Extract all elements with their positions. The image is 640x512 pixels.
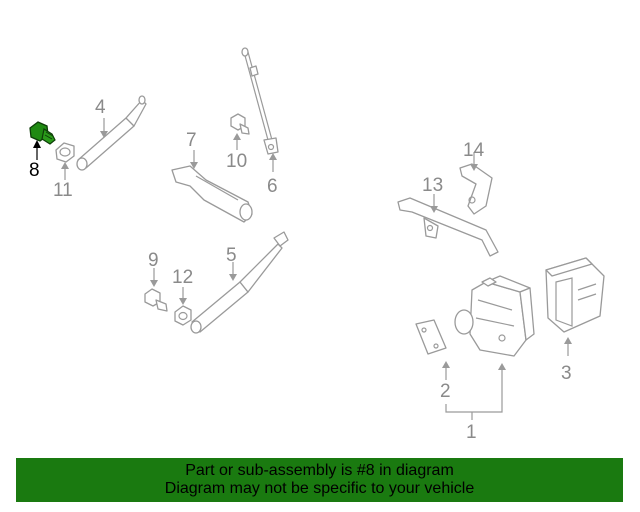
- banner-line-1: Part or sub-assembly is #8 in diagram: [185, 462, 454, 479]
- callout-6: 6: [267, 176, 278, 197]
- callout-11: 11: [53, 180, 73, 201]
- part-3-module[interactable]: [545, 257, 605, 333]
- callout-4: 4: [95, 97, 106, 118]
- part-10-bolt[interactable]: [230, 113, 250, 135]
- part-12-nut[interactable]: [174, 305, 192, 326]
- part-4-strut[interactable]: [76, 95, 147, 171]
- callout-12: 12: [172, 267, 193, 288]
- callout-7: 7: [186, 130, 197, 151]
- callout-8: 8: [29, 160, 40, 181]
- callout-1: 1: [466, 422, 477, 443]
- callout-9: 9: [148, 250, 159, 271]
- part-1-modulator[interactable]: [454, 275, 535, 357]
- callout-3: 3: [561, 363, 572, 384]
- banner-line-2: Diagram may not be specific to your vehi…: [164, 480, 475, 497]
- part-11-nut[interactable]: [55, 142, 75, 163]
- callout-10: 10: [226, 151, 247, 172]
- part-7-bracket[interactable]: [171, 165, 253, 223]
- part-2-plate[interactable]: [415, 319, 447, 355]
- callout-5: 5: [226, 245, 237, 266]
- callout-14: 14: [463, 140, 485, 161]
- part-9-bolt[interactable]: [144, 288, 168, 312]
- callout-2: 2: [440, 381, 451, 402]
- part-14-bracket[interactable]: [459, 163, 493, 215]
- part-5-strut[interactable]: [190, 231, 289, 334]
- callout-13: 13: [422, 175, 443, 196]
- info-banner: Part or sub-assembly is #8 in diagram Di…: [16, 458, 623, 502]
- part-8-bolt[interactable]: [29, 121, 56, 145]
- part-6-rod[interactable]: [241, 47, 279, 155]
- parts-diagram: 8 11 4 6 10 7: [29, 47, 605, 443]
